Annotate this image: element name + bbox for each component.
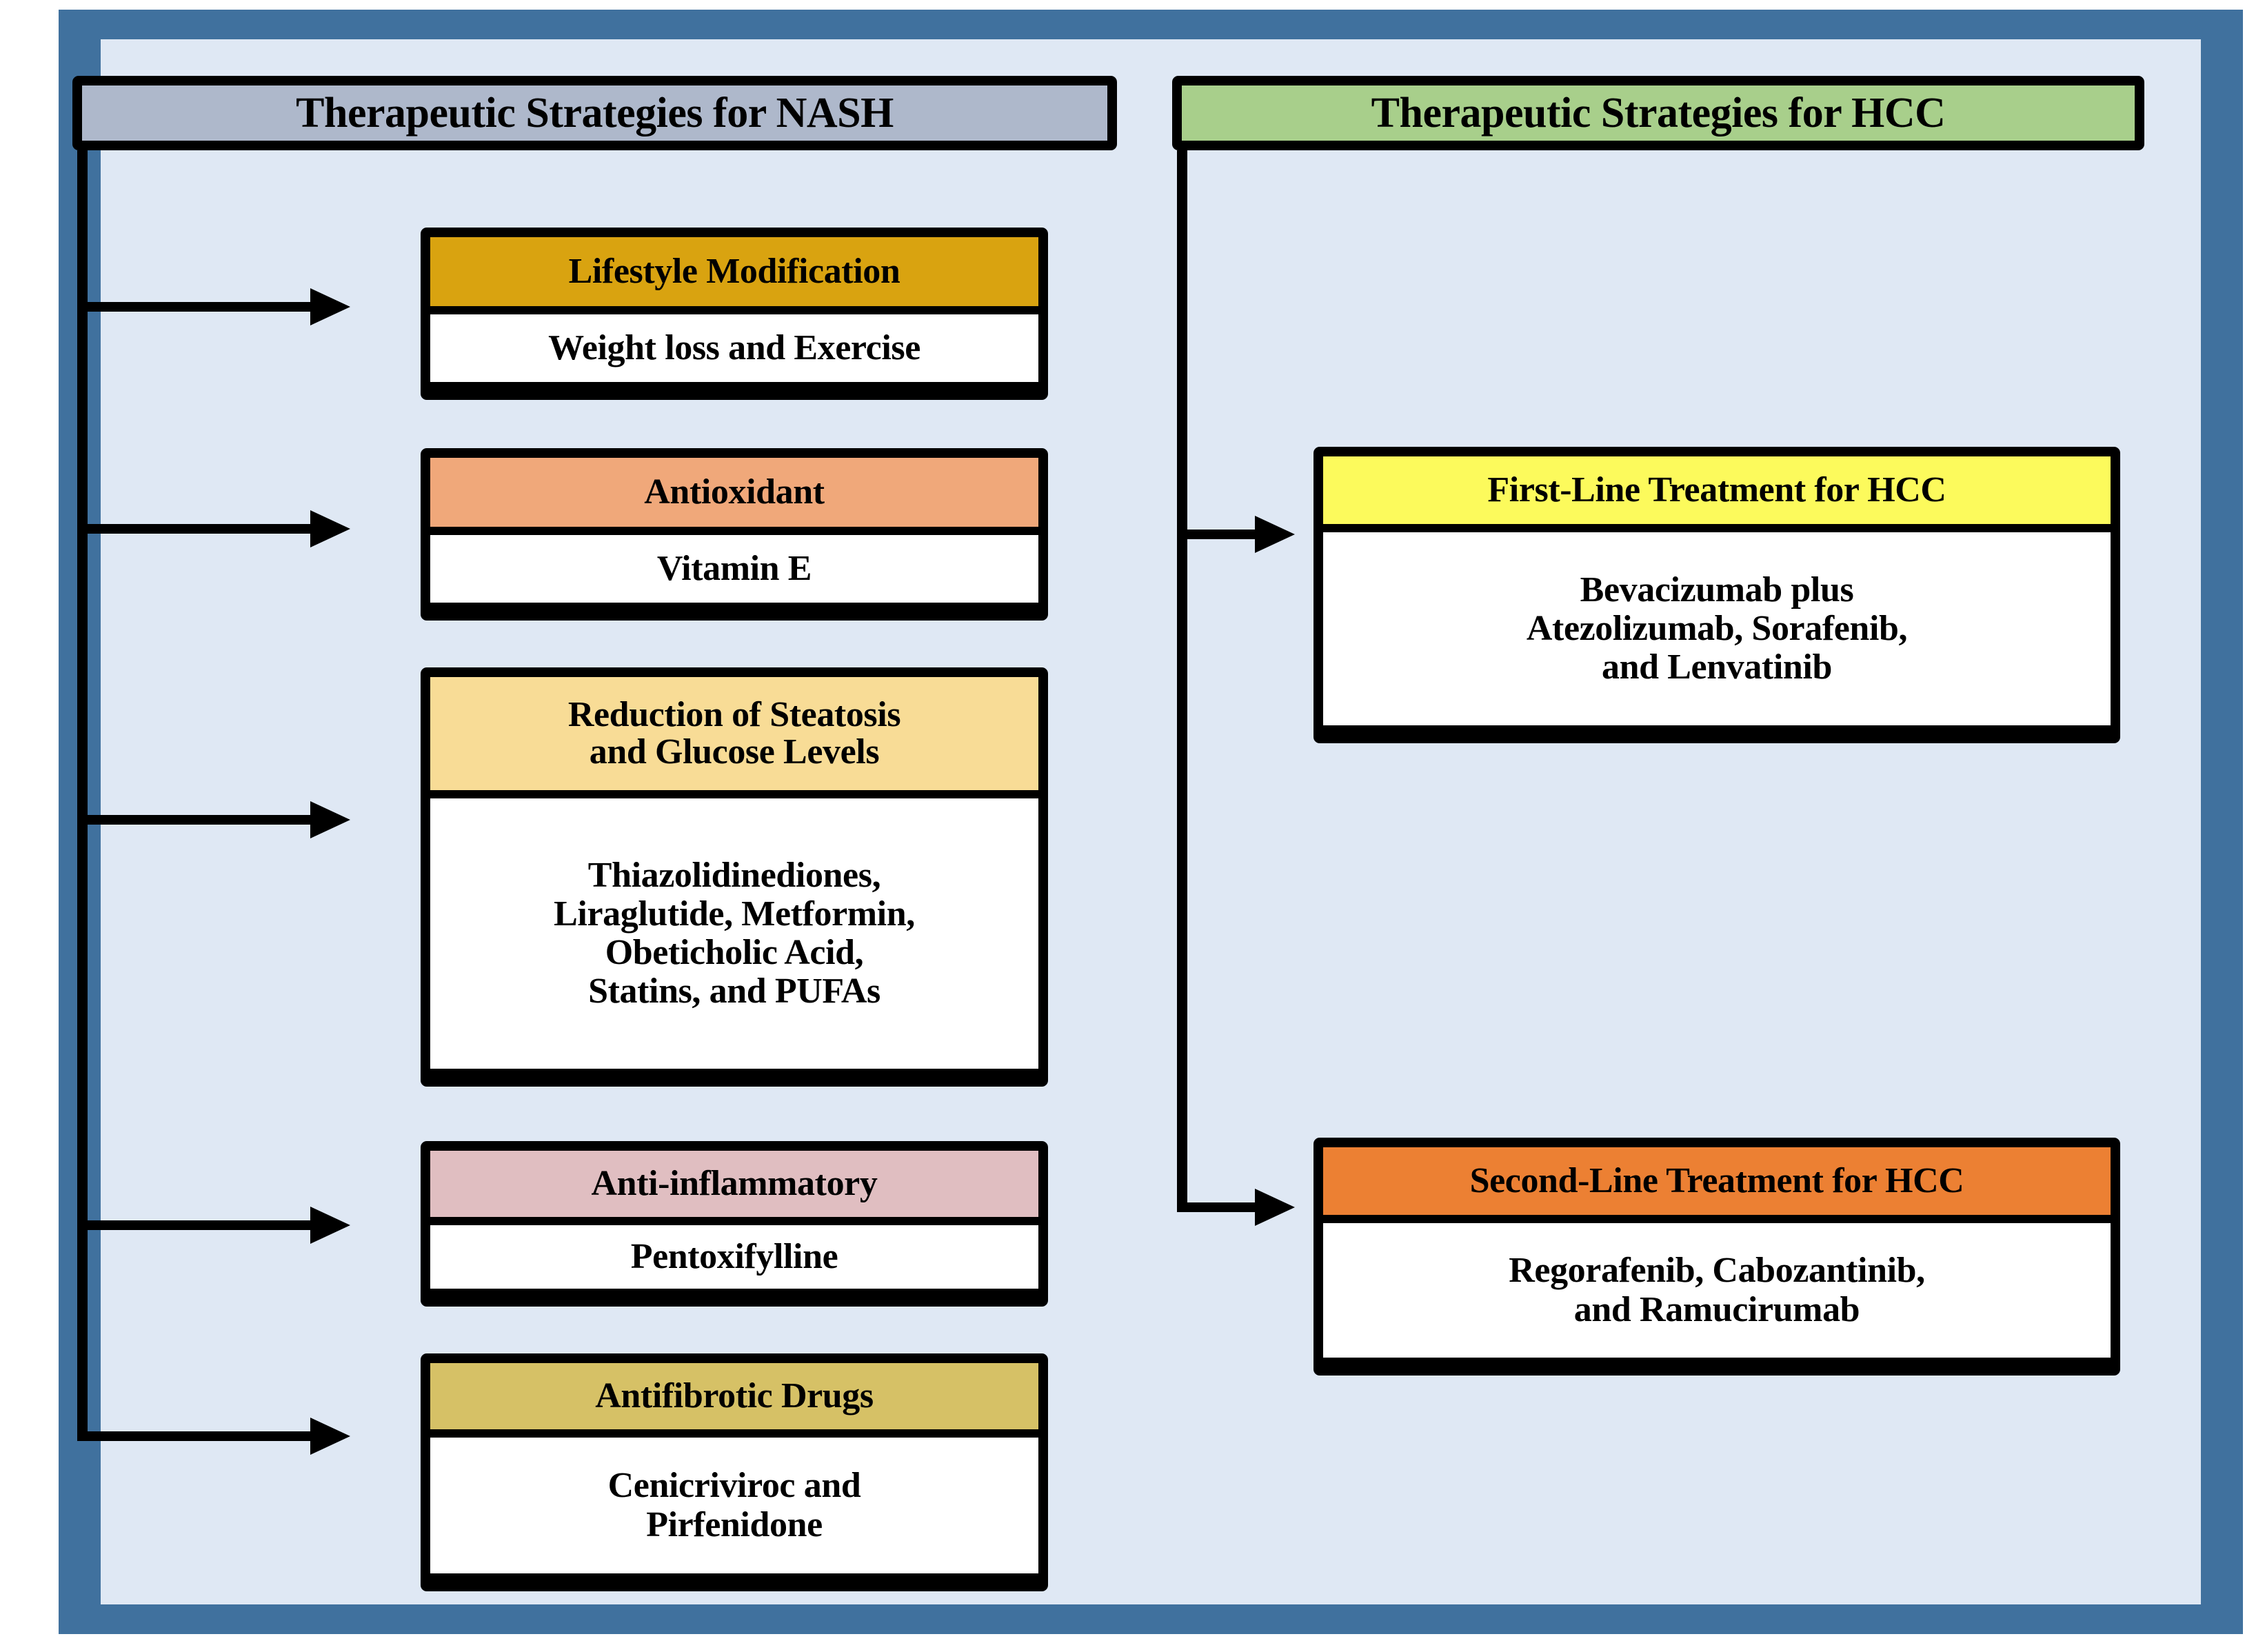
nash-arrow-line-5 <box>77 1431 312 1441</box>
hcc-connector-trunk <box>1177 150 1187 1212</box>
hcc-arrow-line-2 <box>1177 1202 1256 1212</box>
card-title-anti-inflammatory: Anti-inflammatory <box>430 1151 1038 1217</box>
nash-arrow-head-3 <box>310 801 350 838</box>
card-body-first-line-treatment: Bevacizumab plus Atezolizumab, Sorafenib… <box>1323 524 2111 725</box>
card-body-second-line-treatment: Regorafenib, Cabozantinib, and Ramucirum… <box>1323 1215 2111 1358</box>
card-title-second-line-treatment: Second-Line Treatment for HCC <box>1323 1147 2111 1215</box>
card-title-antifibrotic-drugs: Antifibrotic Drugs <box>430 1363 1038 1429</box>
card-body-antifibrotic-drugs: Cenicriviroc and Pirfenidone <box>430 1429 1038 1573</box>
card-title-lifestyle-modification: Lifestyle Modification <box>430 237 1038 306</box>
card-antioxidant[interactable]: Antioxidant Vitamin E <box>421 448 1048 621</box>
card-title-first-line-treatment: First-Line Treatment for HCC <box>1323 456 2111 524</box>
nash-arrow-head-2 <box>310 510 350 547</box>
nash-arrow-head-1 <box>310 288 350 325</box>
card-anti-inflammatory[interactable]: Anti-inflammatory Pentoxifylline <box>421 1141 1048 1307</box>
column-header-nash-label: Therapeutic Strategies for NASH <box>296 89 894 137</box>
nash-arrow-line-4 <box>77 1220 312 1230</box>
card-body-lifestyle-modification: Weight loss and Exercise <box>430 306 1038 382</box>
card-reduction-of-steatosis[interactable]: Reduction of Steatosis and Glucose Level… <box>421 667 1048 1087</box>
nash-arrow-line-3 <box>77 815 312 825</box>
card-body-reduction-of-steatosis: Thiazolidinediones, Liraglutide, Metform… <box>430 790 1038 1069</box>
hcc-arrow-head-1 <box>1255 516 1295 553</box>
nash-arrow-line-1 <box>77 302 312 312</box>
card-title-reduction-of-steatosis: Reduction of Steatosis and Glucose Level… <box>430 677 1038 790</box>
card-body-antioxidant: Vitamin E <box>430 527 1038 603</box>
card-antifibrotic-drugs[interactable]: Antifibrotic Drugs Cenicriviroc and Pirf… <box>421 1353 1048 1591</box>
nash-arrow-line-2 <box>77 524 312 534</box>
column-header-nash: Therapeutic Strategies for NASH <box>72 76 1117 150</box>
card-title-antioxidant: Antioxidant <box>430 458 1038 527</box>
nash-arrow-head-5 <box>310 1418 350 1455</box>
hcc-arrow-head-2 <box>1255 1189 1295 1226</box>
column-header-hcc: Therapeutic Strategies for HCC <box>1172 76 2144 150</box>
card-body-anti-inflammatory: Pentoxifylline <box>430 1217 1038 1289</box>
card-first-line-treatment[interactable]: First-Line Treatment for HCC Bevacizumab… <box>1313 447 2120 743</box>
figure-frame <box>59 10 2243 1634</box>
nash-arrow-head-4 <box>310 1207 350 1244</box>
hcc-arrow-line-1 <box>1177 530 1256 539</box>
nash-connector-trunk <box>77 150 88 1441</box>
card-lifestyle-modification[interactable]: Lifestyle Modification Weight loss and E… <box>421 228 1048 400</box>
card-second-line-treatment[interactable]: Second-Line Treatment for HCC Regorafeni… <box>1313 1138 2120 1376</box>
column-header-hcc-label: Therapeutic Strategies for HCC <box>1371 89 1946 137</box>
